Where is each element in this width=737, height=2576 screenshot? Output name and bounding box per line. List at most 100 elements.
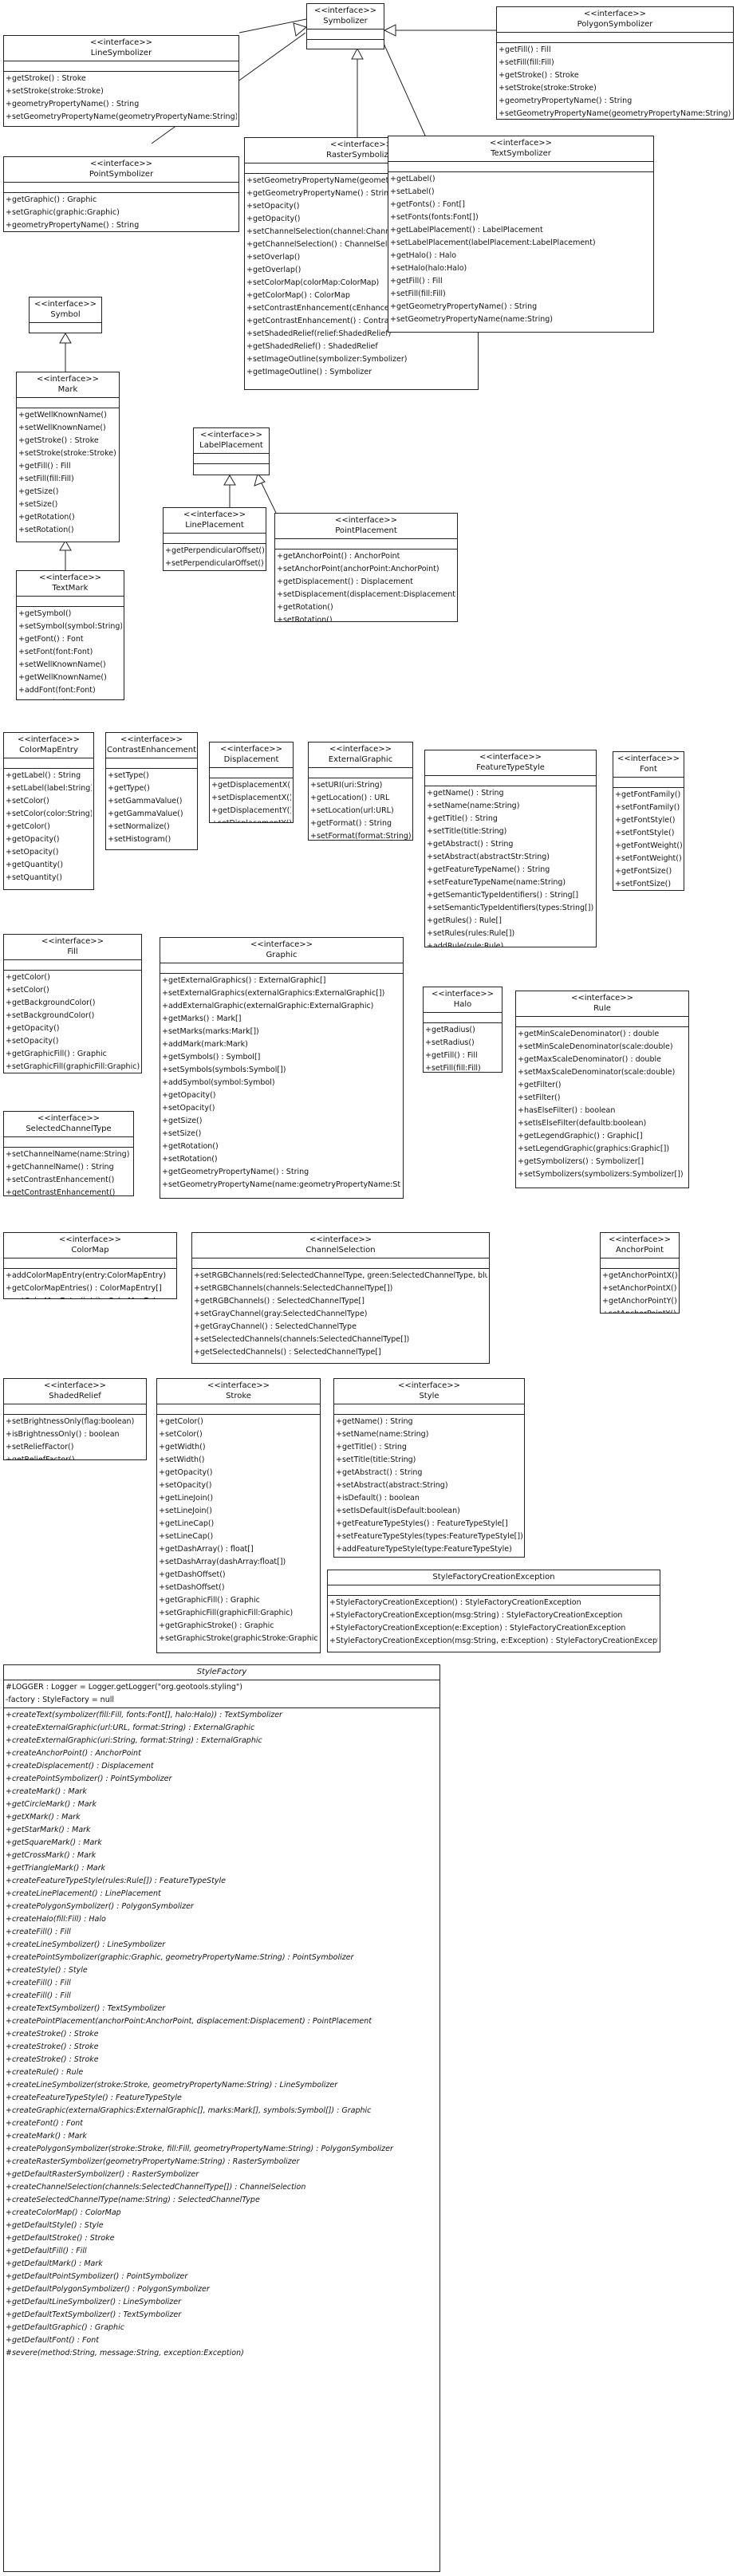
stereotype: <<interface>> (617, 754, 680, 763)
operation: +getFilter() (518, 1081, 562, 1089)
operation: +getSymbolizers() : Symbolizer[] (518, 1157, 644, 1166)
operation: +getSquareMark() : Mark (6, 1838, 102, 1847)
operation: +getRotation() (18, 513, 75, 522)
operation: +getExternalGraphics() : ExternalGraphic… (162, 976, 326, 985)
class-name: ShadedRelief (49, 1392, 101, 1400)
class-name: Graphic (266, 951, 298, 959)
operation: +getRotation() (162, 1142, 219, 1151)
operations-section: +getPerpendicularOffset()+setPerpendicul… (164, 544, 266, 570)
class-polygon-symbolizer: <<interface>>PolygonSymbolizer+getFill()… (496, 6, 734, 120)
operation: #severe(method:String, message:String, e… (6, 2349, 244, 2357)
operation: +getGraphicFill() : Graphic (6, 1050, 107, 1058)
operation: +setWellKnownName() (18, 423, 106, 432)
class-name: Symbol (50, 310, 81, 319)
stereotype: <<interface>> (120, 735, 183, 744)
operation: +getDefaultGraphic() : Graphic (6, 2323, 124, 2332)
operation: +setRotation() (162, 1155, 218, 1164)
operation: +createStyle() : Style (6, 1966, 88, 1975)
operation: +setGeometryPropertyName(geometryPropert… (6, 112, 237, 121)
operation: +createColorMap() : ColorMap (6, 2208, 121, 2217)
attributes-section (192, 1258, 489, 1269)
class-header: <<interface>> ShadedRelief (4, 1379, 146, 1404)
class-header: <<interface>>PointPlacement (275, 514, 457, 539)
operations-section: +getMinScaleDenominator() : double+setMi… (516, 1027, 688, 1182)
operation: +createStroke() : Stroke (6, 2055, 99, 2064)
operation: +setURI(uri:String) (310, 781, 383, 790)
operation: +createDisplacement() : Displacement (6, 1762, 154, 1771)
class-name: RasterSymbolizer (326, 151, 396, 160)
operation: +setRGBChannels(channels:SelectedChannel… (194, 1284, 393, 1293)
attributes-section (30, 323, 101, 333)
operation: +getOpacity() (6, 835, 60, 844)
attributes-section: #LOGGER : Logger = Logger.getLogger("org… (4, 1680, 439, 1708)
attributes-section (309, 768, 412, 778)
class-name: StyleFactoryCreationException (432, 1573, 555, 1581)
operations-section: +getName() : String+setName(name:String)… (425, 786, 596, 947)
operation: +addExternalGraphic(externalGraphic:Exte… (162, 1002, 374, 1010)
operation: +getContrastEnhancement() (6, 1188, 116, 1196)
operation: +getFill() : Fill (390, 277, 443, 286)
operation: +createExternalGraphic(url:URL, format:S… (6, 1723, 255, 1732)
operation: +getLocation() : URL (310, 794, 390, 802)
operation: +getDefaultRasterSymbolizer() : RasterSy… (6, 2170, 199, 2179)
operation: +getFill() : Fill (18, 462, 71, 471)
operation: +getDefaultLineSymbolizer() : LineSymbol… (6, 2298, 182, 2306)
operation: +getOpacity() (159, 1468, 213, 1477)
operation: +getReliefFactor() (6, 1455, 75, 1460)
operation: +getFormat() : String (310, 819, 392, 828)
class-name: FeatureTypeStyle (476, 763, 545, 772)
operation: +getMinScaleDenominator() : double (518, 1030, 660, 1038)
operation: +setLabelPlacement(labelPlacement:LabelP… (390, 238, 596, 247)
operation: +setSemanticTypeIdentifiers(types:String… (427, 904, 594, 912)
class-line-symbolizer: <<interface>>LineSymbolizer+getStroke() … (3, 35, 239, 127)
operation: +getDefaultPolygonSymbolizer() : Polygon… (6, 2285, 210, 2294)
stereotype: <<interface>> (489, 139, 553, 148)
operation: +addColorMapEntry(entry:ColorMapEntry) (6, 1271, 167, 1280)
attributes-section (388, 162, 653, 172)
attributes-section (106, 758, 197, 769)
operation: +getColorMap() : ColorMap (246, 291, 350, 300)
class-font: <<interface>> Font +getFontFamily()+setFon… (613, 751, 684, 891)
stereotype: <<interface>> (207, 1381, 270, 1390)
attributes-section (245, 163, 478, 174)
class-name: ChannelSelection (305, 1246, 376, 1255)
operations-section: +setType()+getType()+setGammaValue()+get… (106, 769, 197, 847)
class-name: ColorMap (71, 1246, 109, 1255)
operation: +setGeometryPropertyName(geometryPropert… (246, 176, 476, 185)
operations-section: +getColor()+setColor()+getBackgroundColo… (4, 971, 141, 1073)
class-name: ColorMapEntry (19, 746, 78, 754)
operation: +setWellKnownName() (18, 660, 106, 669)
operations-section: +getName() : String+setName(name:String)… (334, 1415, 524, 1557)
operations-section: +getRadius()+setRadius()+getFill() : Fil… (424, 1023, 502, 1072)
operation: +setHalo(halo:Halo) (390, 264, 467, 273)
operations-section: +getFontFamily()+setFontFamily()+getFont… (613, 788, 684, 890)
class-name: AnchorPoint (615, 1246, 664, 1255)
operation: +getCrossMark() : Mark (6, 1851, 97, 1860)
operation: +getSymbols() : Symbol[] (162, 1053, 261, 1062)
operations-section (307, 40, 384, 49)
operation: +getFontStyle() (615, 816, 676, 825)
operation: +setAnchorPoint(anchorPoint:AnchorPoint) (277, 565, 439, 573)
attributes-section (275, 539, 457, 549)
point-placement-generalization (261, 483, 277, 514)
operation: +setSymbol() (18, 697, 122, 699)
operation: +getStroke() : Stroke (18, 436, 99, 445)
stereotype: <<interface>> (43, 1381, 107, 1390)
operation: +StyleFactoryCreationException() : Style… (329, 1598, 581, 1607)
class-name: Font (640, 765, 657, 774)
operation: +getChannelName() : String (6, 1163, 114, 1172)
operation: +setStroke(stroke:Stroke) (6, 87, 104, 96)
operations-section: +getAnchorPoint() : AnchorPoint +setAncho… (275, 549, 457, 621)
operations-section: +getDisplacementX()+setDisplacementX()+g… (210, 778, 293, 822)
operation: +getAnchorPoint() : AnchorPoint (277, 552, 400, 561)
operation: +createFont() : Font (6, 2119, 84, 2128)
operation: +createExternalGraphic(uri:String, forma… (6, 1736, 262, 1745)
operation: +setDisplacement(displacement:Displaceme… (277, 590, 455, 599)
operation: +getRules() : Rule[] (427, 916, 502, 925)
operation: +StyleFactoryCreationException(msg:Strin… (329, 1611, 623, 1620)
operation: +getName() : String (336, 1417, 413, 1426)
operation: +createFill() : Fill (6, 1928, 71, 1936)
operation: +setOpacity() (159, 1481, 212, 1490)
attributes-section (328, 1585, 660, 1596)
symbol-arrowhead (59, 333, 72, 344)
